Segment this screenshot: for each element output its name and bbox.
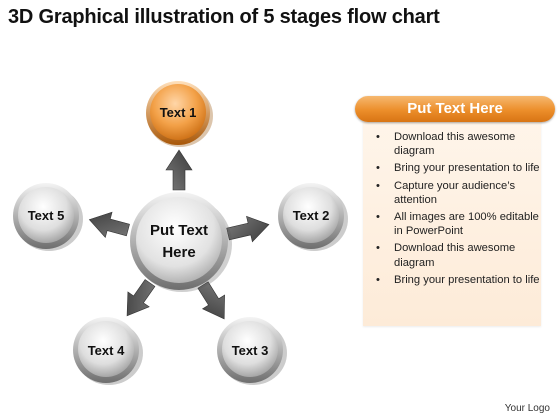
flow-diagram: Text 1 Text 2 Text 3 Text 4 Text 5 Put T… xyxy=(13,81,348,385)
arrow-to-text5 xyxy=(88,211,130,238)
stage-node-3-label: Text 3 xyxy=(232,343,269,358)
stage-node-5[interactable]: Text 5 xyxy=(13,183,83,251)
stage-node-2-label: Text 2 xyxy=(293,208,330,223)
center-node[interactable]: Put Text Here xyxy=(130,192,232,292)
panel-header: Put Text Here xyxy=(355,96,555,122)
center-label-line2: Here xyxy=(162,244,195,261)
bullet-item: All images are 100% editable in PowerPoi… xyxy=(372,210,540,238)
bullet-item: Download this awesome diagram xyxy=(372,241,540,269)
stage-node-3[interactable]: Text 3 xyxy=(217,317,287,385)
stage-node-1[interactable]: Text 1 xyxy=(146,81,213,147)
stage-node-4-label: Text 4 xyxy=(88,343,125,358)
bullet-item: Download this awesome diagram xyxy=(372,130,540,158)
arrow-to-text1 xyxy=(165,149,193,191)
stage-node-2[interactable]: Text 2 xyxy=(278,183,348,251)
stage-node-1-label: Text 1 xyxy=(160,105,197,120)
bullet-list: Download this awesome diagram Bring your… xyxy=(372,130,540,290)
bullet-item: Capture your audience’s attention xyxy=(372,179,540,207)
bullet-item: Bring your presentation to life xyxy=(372,273,540,287)
arrow-to-text2 xyxy=(226,215,270,243)
stage-node-5-label: Text 5 xyxy=(28,208,65,223)
bullet-item: Bring your presentation to life xyxy=(372,161,540,175)
arrow-to-text4 xyxy=(126,279,156,317)
center-label-line1: Put Text xyxy=(150,222,208,239)
logo-text: Your Logo xyxy=(504,403,550,414)
page-title: 3D Graphical illustration of 5 stages fl… xyxy=(8,6,440,28)
stage-node-4[interactable]: Text 4 xyxy=(73,317,143,385)
arrow-to-text3 xyxy=(197,281,225,320)
